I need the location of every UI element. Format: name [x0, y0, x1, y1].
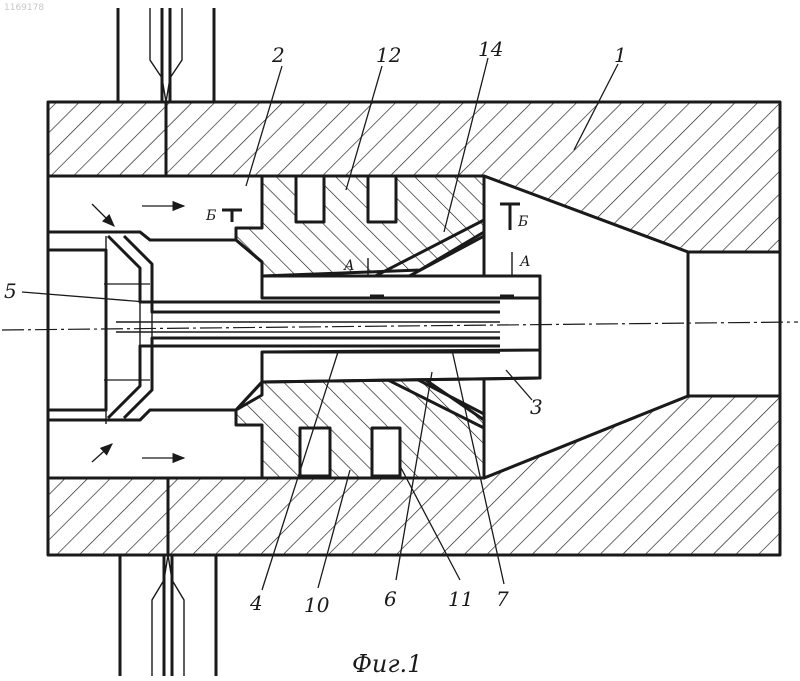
document-id: 1169178 — [4, 3, 44, 13]
callout-3: 3 — [530, 395, 543, 419]
upper-slot-1 — [296, 176, 324, 222]
svg-text:Б: Б — [517, 214, 528, 230]
mandrel-lower — [236, 376, 484, 478]
callout-1: 1 — [614, 43, 627, 67]
lower-slot-1 — [300, 428, 330, 476]
lower-slot-2 — [372, 428, 400, 476]
flow-arrow-top-diag — [92, 204, 114, 226]
section-mark-b-left: Б — [205, 208, 242, 224]
top-clamp — [118, 8, 214, 102]
callout-6: 6 — [384, 587, 397, 611]
callout-12: 12 — [376, 43, 401, 67]
svg-text:Б: Б — [205, 208, 216, 224]
mandrel-upper — [236, 176, 484, 276]
bottom-clamp — [120, 555, 216, 676]
svg-text:А: А — [343, 258, 355, 274]
figure-caption: Фиг.1 — [352, 650, 422, 678]
callout-11: 11 — [448, 587, 473, 611]
callout-4: 4 — [249, 591, 263, 615]
svg-text:А: А — [519, 254, 531, 270]
callout-5: 5 — [4, 279, 17, 303]
flow-arrow-bottom-diag — [92, 444, 112, 462]
callout-10: 10 — [304, 593, 330, 617]
callout-7: 7 — [496, 587, 509, 611]
upper-slot-2 — [368, 176, 396, 222]
callout-2: 2 — [271, 43, 285, 67]
callout-14: 14 — [478, 37, 503, 61]
